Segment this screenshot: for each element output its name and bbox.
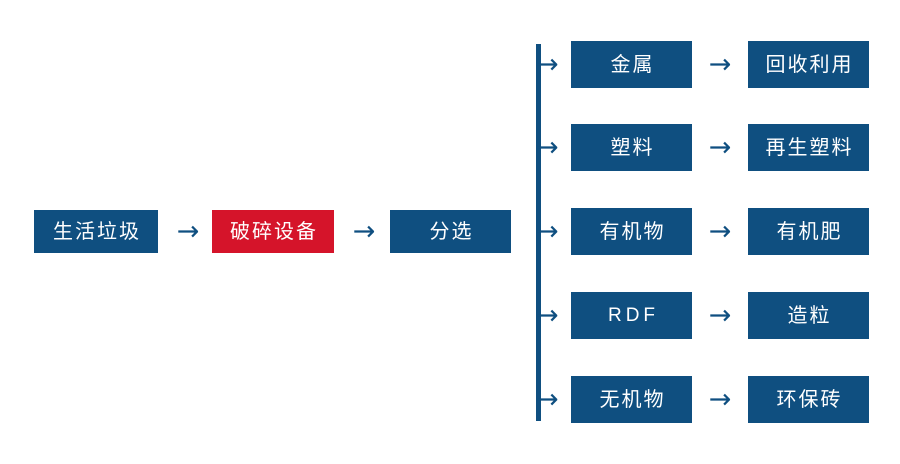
arrow-right-icon: → — [708, 384, 732, 415]
node-sorting[interactable]: 分选 — [390, 210, 511, 253]
node-product-organic-fertilizer-label: 有机肥 — [776, 220, 843, 243]
arrow-right-icon: → — [708, 300, 732, 331]
node-shredder-equipment[interactable]: 破碎设备 — [212, 210, 334, 253]
arrow-right-icon: → — [536, 300, 559, 331]
node-product-recycle[interactable]: 回收利用 — [748, 41, 869, 88]
node-fraction-rdf[interactable]: RDF — [571, 292, 692, 339]
node-product-organic-fertilizer[interactable]: 有机肥 — [748, 208, 869, 255]
arrow-right-icon: → — [536, 132, 559, 163]
arrow-metal-to-recycle: → — [698, 41, 742, 88]
arrow-right-icon: → — [536, 49, 559, 80]
branch-arrow-metal: → — [536, 51, 570, 79]
node-fraction-organic[interactable]: 有机物 — [571, 208, 692, 255]
arrow-right-icon: → — [352, 216, 376, 247]
branch-arrow-rdf: → — [536, 302, 570, 330]
arrow-right-icon: → — [708, 216, 732, 247]
node-shredder-equipment-label: 破碎设备 — [230, 220, 318, 243]
arrow-right-icon: → — [708, 49, 732, 80]
branch-arrow-plastic: → — [536, 134, 570, 162]
node-product-eco-brick[interactable]: 环保砖 — [748, 376, 869, 423]
arrow-input-to-shredder: → — [168, 210, 208, 253]
node-product-recycled-plastic[interactable]: 再生塑料 — [748, 124, 869, 171]
branch-arrow-organic: → — [536, 218, 570, 246]
node-product-pelletizing-label: 造粒 — [787, 304, 832, 327]
node-fraction-metal-label: 金属 — [610, 53, 655, 76]
arrow-right-icon: → — [536, 216, 559, 247]
node-product-recycled-plastic-label: 再生塑料 — [765, 136, 854, 159]
node-input-waste[interactable]: 生活垃圾 — [34, 210, 158, 253]
node-fraction-metal[interactable]: 金属 — [571, 41, 692, 88]
arrow-inorganic-to-eco-brick: → — [698, 376, 742, 423]
node-product-pelletizing[interactable]: 造粒 — [748, 292, 869, 339]
node-input-waste-label: 生活垃圾 — [53, 220, 141, 243]
node-fraction-organic-label: 有机物 — [599, 220, 666, 243]
arrow-plastic-to-recycled-plastic: → — [698, 124, 742, 171]
arrow-right-icon: → — [176, 216, 200, 247]
arrow-right-icon: → — [536, 384, 559, 415]
node-fraction-plastic[interactable]: 塑料 — [571, 124, 692, 171]
node-fraction-rdf-label: RDF — [607, 305, 660, 326]
node-product-recycle-label: 回收利用 — [765, 53, 854, 76]
arrow-right-icon: → — [708, 132, 732, 163]
branch-spine-connector — [536, 44, 541, 421]
node-fraction-inorganic-label: 无机物 — [599, 388, 666, 411]
diagram-title: 生活垃圾破碎分选处理流程图 — [0, 21, 1, 22]
node-fraction-plastic-label: 塑料 — [610, 136, 655, 159]
arrow-shredder-to-sorting: → — [344, 210, 384, 253]
branch-arrow-inorganic: → — [536, 386, 570, 414]
node-product-eco-brick-label: 环保砖 — [776, 388, 843, 411]
node-fraction-inorganic[interactable]: 无机物 — [571, 376, 692, 423]
arrow-rdf-to-pelletizing: → — [698, 292, 742, 339]
arrow-organic-to-fertilizer: → — [698, 208, 742, 255]
node-sorting-label: 分选 — [429, 220, 474, 243]
